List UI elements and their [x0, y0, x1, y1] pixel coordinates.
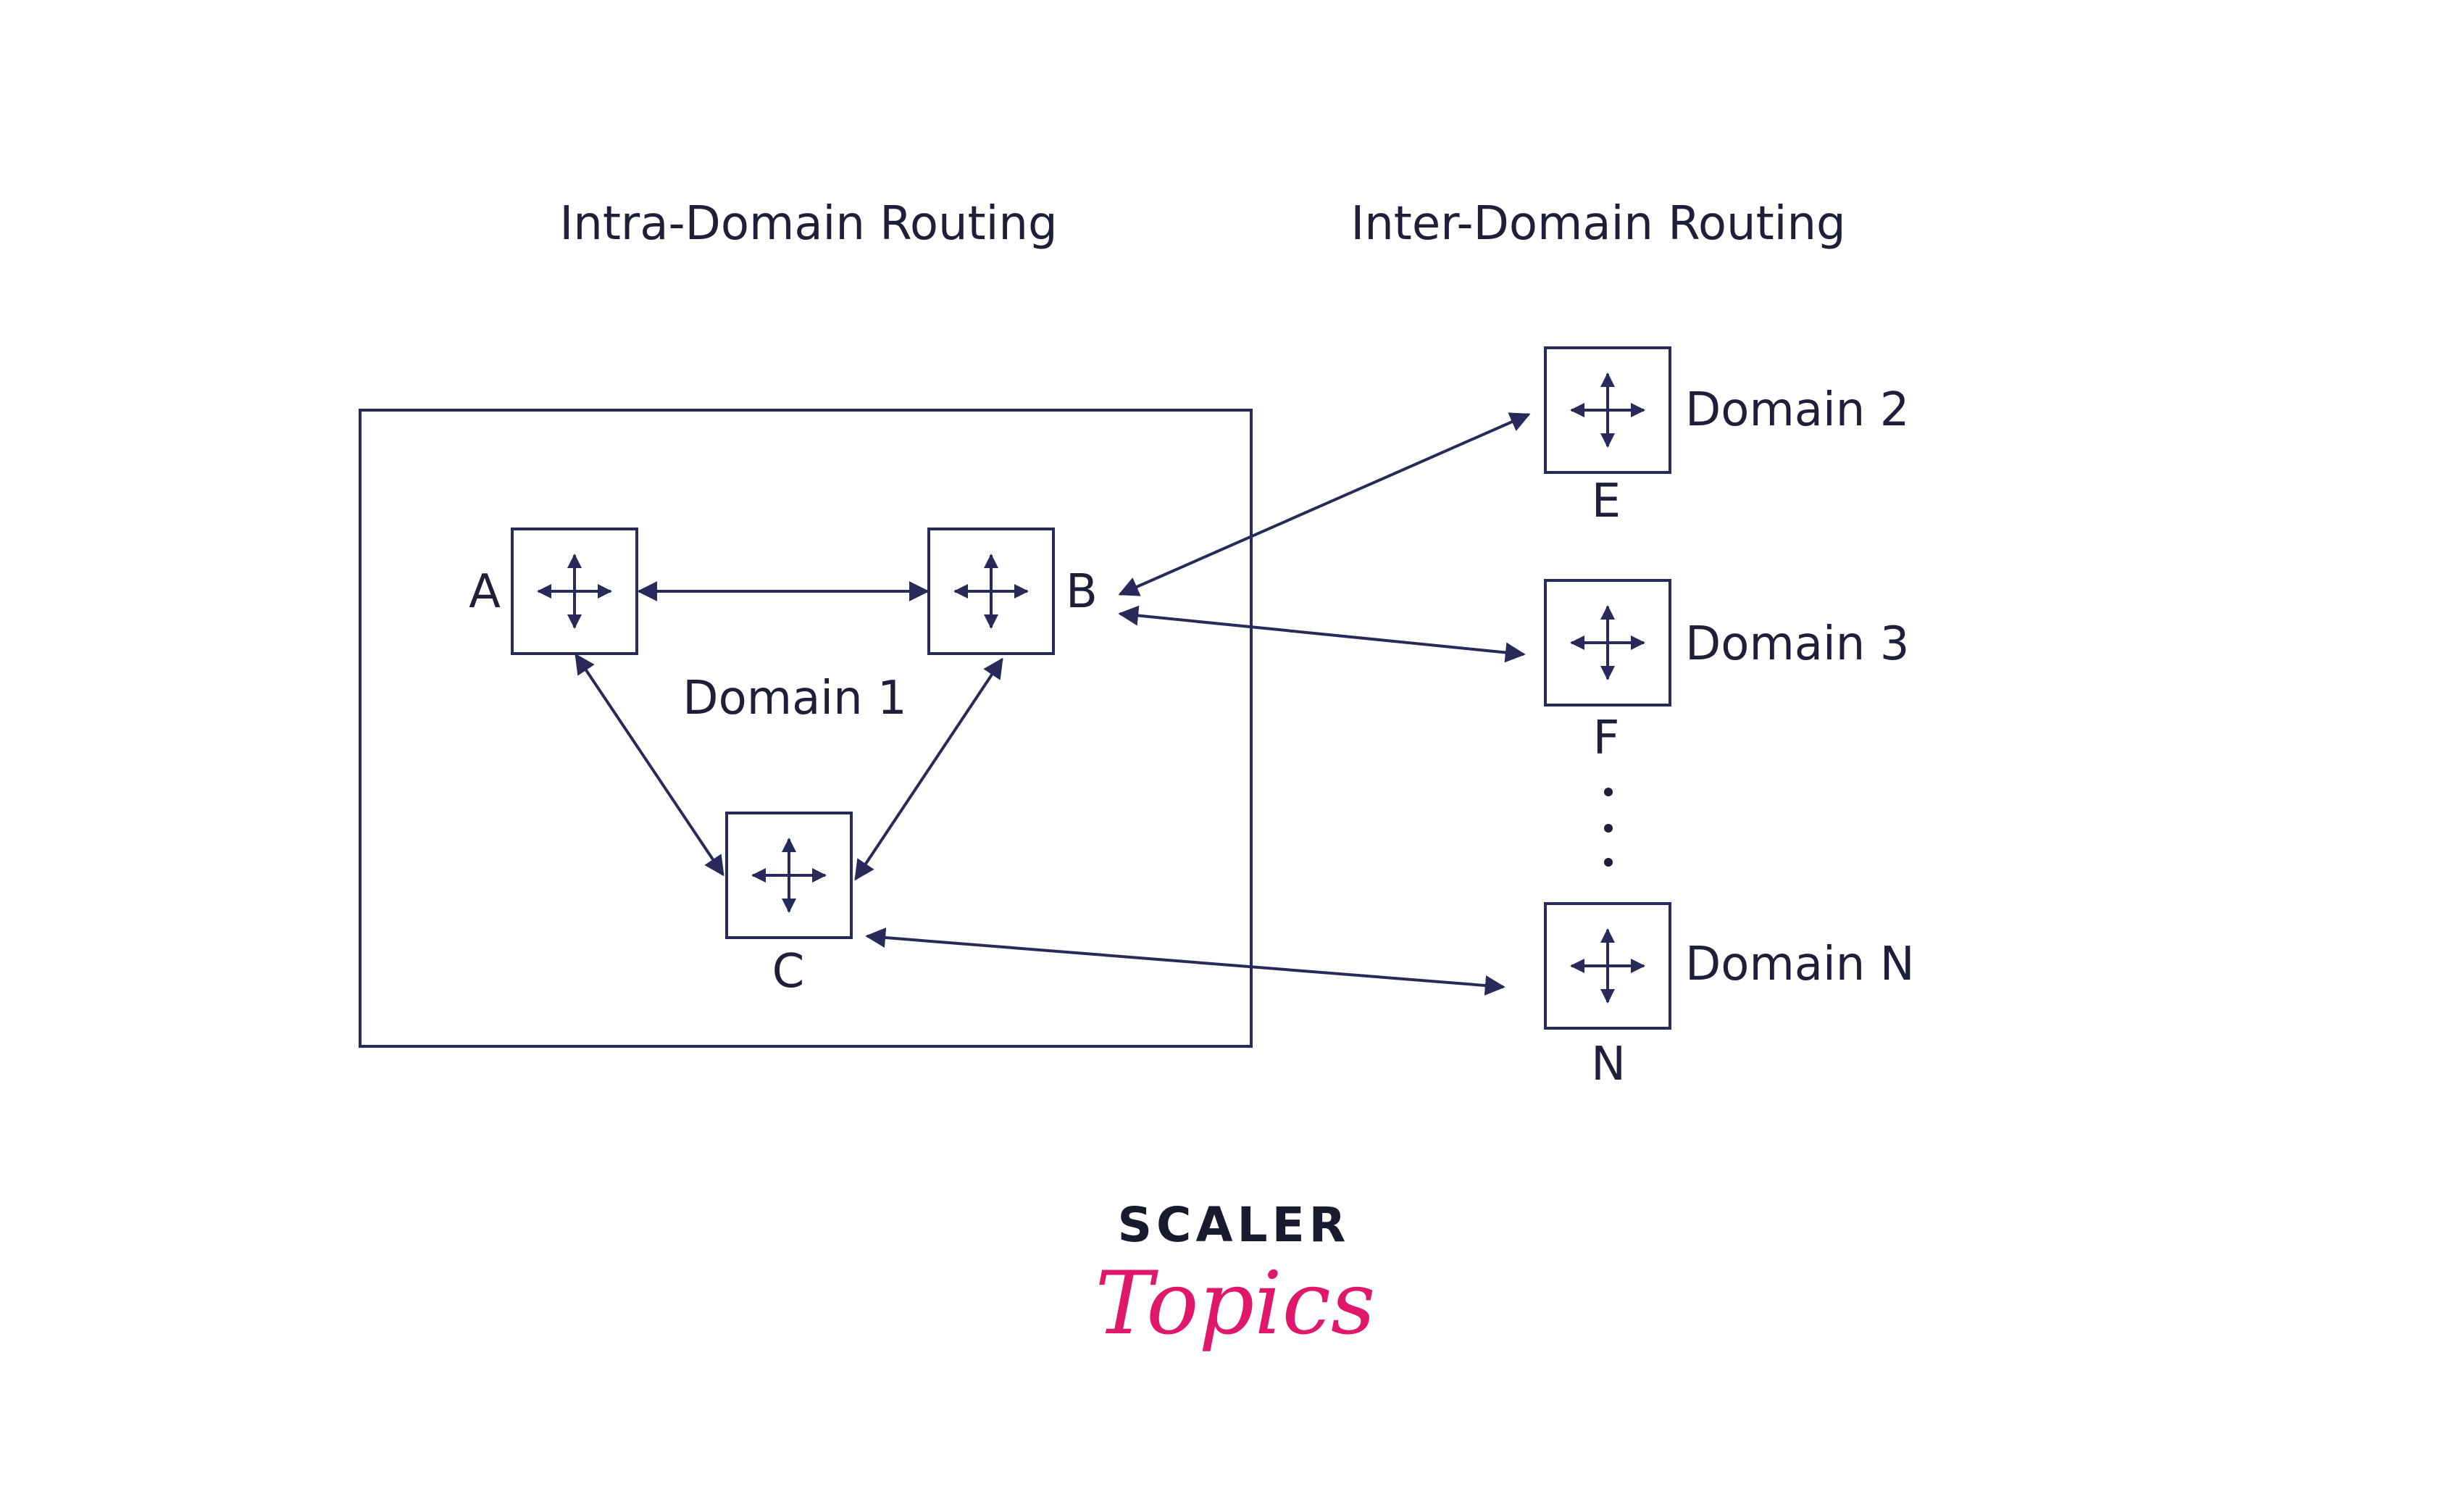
four-way-arrow-router-icon — [953, 554, 1029, 629]
logo-topics-text: Topics — [1095, 1254, 1376, 1354]
domain-n-label: Domain N — [1685, 938, 1915, 991]
four-way-arrow-router-icon — [1570, 605, 1645, 680]
four-way-arrow-router-icon — [1570, 372, 1645, 448]
router-node-b[interactable] — [927, 528, 1055, 655]
node-label-a: A — [469, 565, 501, 619]
links-layer — [575, 412, 1531, 996]
link-b-e — [1118, 412, 1531, 596]
node-label-c: C — [772, 945, 805, 999]
link-c-n — [865, 927, 1505, 996]
logo-scaler-text: SCALER — [1117, 1197, 1350, 1253]
node-label-f: F — [1593, 712, 1620, 765]
domain-1-boundary — [359, 409, 1253, 1048]
router-node-n[interactable] — [1544, 902, 1671, 1030]
domain-2-label: Domain 2 — [1685, 383, 1909, 437]
link-b-c — [854, 657, 1003, 881]
node-label-n: N — [1591, 1038, 1626, 1091]
four-way-arrow-router-icon — [751, 838, 827, 913]
node-label-b: B — [1066, 565, 1098, 619]
intra-domain-title: Intra-Domain Routing — [559, 197, 1057, 251]
node-label-e: E — [1592, 475, 1621, 528]
router-node-a[interactable] — [511, 528, 638, 655]
router-node-f[interactable] — [1544, 579, 1671, 706]
router-node-c[interactable] — [725, 812, 853, 939]
domain-3-label: Domain 3 — [1685, 617, 1909, 671]
ellipsis-dots — [1604, 788, 1613, 867]
four-way-arrow-router-icon — [1570, 928, 1645, 1004]
scaler-topics-logo: SCALER Topics — [1095, 1197, 1376, 1354]
router-node-e[interactable] — [1544, 346, 1671, 474]
domain-1-label: Domain 1 — [682, 672, 906, 725]
link-b-f — [1118, 605, 1526, 663]
router-box-a — [511, 528, 638, 655]
four-way-arrow-router-icon — [537, 554, 612, 629]
inter-domain-title: Inter-Domain Routing — [1350, 197, 1845, 251]
link-a-c — [575, 653, 724, 877]
